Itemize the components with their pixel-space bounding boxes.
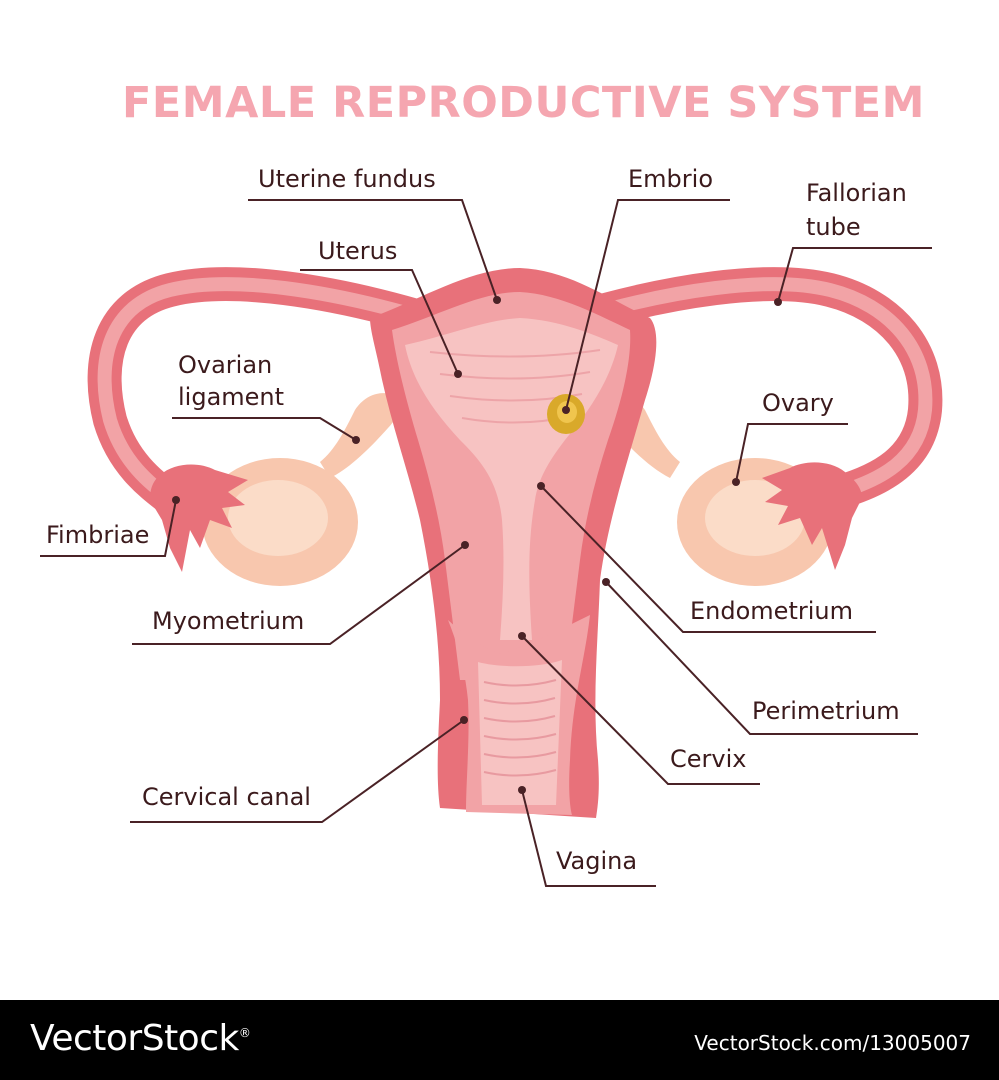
leader-myometrium <box>132 544 466 645</box>
label-fallorian-line2: tube <box>806 213 861 241</box>
leader-lines <box>40 199 932 887</box>
diagram-title: FEMALE REPRODUCTIVE SYSTEM <box>122 78 925 128</box>
leader-fimbriae <box>40 499 177 557</box>
label-embrio: Embrio <box>628 165 713 193</box>
leader-endometrium <box>540 485 876 633</box>
label-fallorian-line1: Fallorian <box>806 179 907 207</box>
ovary-left-highlight <box>228 480 328 556</box>
ovarian-ligament-left <box>320 393 399 478</box>
leader-vagina <box>521 789 656 887</box>
fallopian-tube-right-lumen <box>563 277 933 499</box>
fimbriae-right <box>762 462 862 570</box>
cervical-canal-rings <box>478 660 562 805</box>
leader-uterine-fundus <box>248 199 498 301</box>
label-vagina: Vagina <box>556 847 638 875</box>
watermark-footer: VectorStock® VectorStock.com/13005007 <box>0 1000 999 1080</box>
vectorstock-logo: VectorStock® <box>30 1018 251 1059</box>
brand-name: VectorStock <box>30 1018 239 1059</box>
leader-ovarian-ligament <box>172 417 357 441</box>
fallopian-tube-left-lumen <box>97 277 437 512</box>
leader-cervical-canal <box>130 719 465 823</box>
leader-embrio <box>565 199 730 411</box>
label-cervical-canal: Cervical canal <box>142 783 311 811</box>
image-id: VectorStock.com/13005007 <box>694 1031 971 1055</box>
leader-ovary <box>735 423 848 483</box>
registered-mark: ® <box>238 1026 251 1040</box>
leader-perimetrium <box>605 581 918 735</box>
label-endometrium: Endometrium <box>690 597 853 625</box>
leader-uterus <box>300 269 459 375</box>
label-myometrium: Myometrium <box>152 607 305 635</box>
canal-ridges <box>483 679 557 777</box>
label-ovary: Ovary <box>762 389 834 417</box>
anatomy-illustration <box>40 199 943 887</box>
diagram-canvas: FEMALE REPRODUCTIVE SYSTEM <box>40 78 943 887</box>
label-ovarian-ligament-line2: ligament <box>178 383 285 411</box>
leader-cervix <box>521 635 760 785</box>
label-cervix: Cervix <box>670 745 747 773</box>
leader-fallorian-tube <box>777 247 932 303</box>
label-fimbriae: Fimbriae <box>46 521 150 549</box>
leader-dots <box>172 296 782 794</box>
fimbriae-left <box>150 464 248 572</box>
label-uterus: Uterus <box>318 237 398 265</box>
label-ovarian-ligament-line1: Ovarian <box>178 351 273 379</box>
label-perimetrium: Perimetrium <box>752 697 900 725</box>
label-uterine-fundus: Uterine fundus <box>258 165 436 193</box>
